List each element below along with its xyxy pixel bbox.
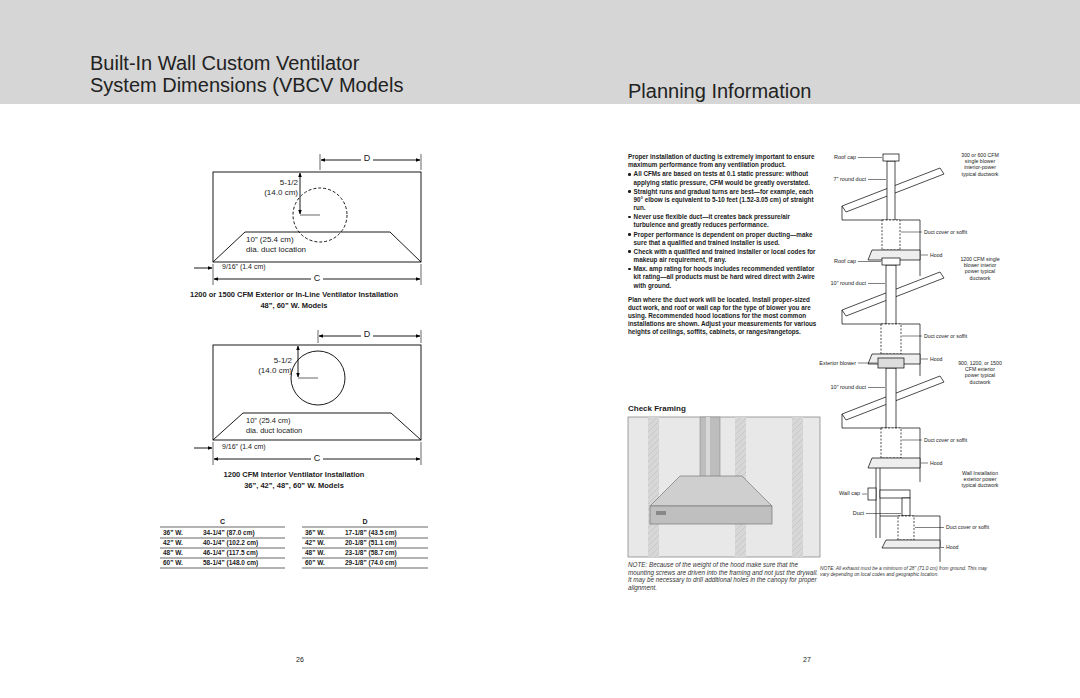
label-text: 26	[290, 656, 310, 664]
label-text: Wall cap	[822, 490, 860, 497]
label-text: Roof cap	[820, 258, 856, 265]
label-text: 10” (25.4 cm)	[246, 416, 291, 425]
label-text: 36”, 42”, 48”, 60” W. Models	[144, 481, 444, 490]
label-text: Exterior blower	[812, 360, 856, 367]
bullet-dot	[628, 216, 631, 219]
label-text: 10” round duct	[816, 280, 866, 287]
label-text: 60” W.	[305, 559, 325, 567]
label-text: 29-1/8” (74.0 cm)	[345, 559, 397, 567]
ductwork-diagram	[842, 358, 944, 482]
label-text: dia. duct location	[246, 245, 306, 255]
label-text: (14.0 cm)	[244, 366, 292, 376]
label-text: 1200 or 1500 CFM Exterior or In-Line Ven…	[144, 290, 444, 299]
text-row: Plan where the duct work will be located…	[628, 296, 821, 337]
label-text: 58-1/4” (148.0 cm)	[203, 559, 258, 567]
label-text: 17-1/8” (43.5 cm)	[345, 529, 397, 537]
body-text: Never use flexible duct—it creates back …	[634, 213, 821, 229]
text-row: Check with a qualified and trained insta…	[628, 248, 821, 264]
label-text: Check Framing	[628, 404, 686, 414]
label-text: Hood	[930, 252, 942, 258]
label-text: D	[361, 329, 373, 340]
header-band	[0, 0, 1080, 104]
label-text: Hood	[930, 460, 942, 466]
framing-illustration	[628, 417, 820, 557]
bullet-dot	[628, 268, 631, 271]
label-text: 900, 1200, or 1500 CFM exterior power ty…	[958, 360, 1002, 385]
text-row: Max. amp rating for hoods includes recom…	[628, 265, 821, 290]
label-text: Roof cap	[820, 154, 856, 161]
label-text: Wall Installation exterior power typical…	[958, 470, 1002, 489]
label-text: (14.0 cm)	[250, 188, 298, 198]
label-text: NOTE: All exhaust must be a minimum of 2…	[820, 566, 988, 578]
bullet-dot	[628, 250, 631, 253]
label-text: D	[361, 153, 373, 164]
label-text: 7” round duct	[816, 176, 866, 183]
bullet-dot	[628, 233, 631, 236]
label-text: 5-1/2	[252, 356, 292, 366]
label-text: Duct cover or soffit	[924, 437, 967, 443]
label-text: Duct	[826, 510, 864, 517]
label-text: C	[311, 453, 323, 464]
body-text: Check with a qualified and trained insta…	[634, 248, 821, 264]
text-row: Never use flexible duct—it creates back …	[628, 213, 821, 229]
label-text: 9/16” (1.4 cm)	[222, 263, 266, 271]
label-text: 1200 CFM single blower interior power ty…	[958, 256, 1002, 281]
label-text: C	[160, 518, 285, 526]
hood-front-view	[194, 330, 421, 465]
label-text: dia. duct location	[246, 426, 302, 435]
page-heading: Built-In Wall Custom Ventilator System D…	[90, 52, 420, 96]
label-text: 42” W.	[305, 539, 325, 547]
label-text: 48” W.	[305, 549, 325, 557]
label-text: 42” W.	[163, 539, 183, 547]
text-row: Straight runs and gradual turns are best…	[628, 188, 821, 213]
label-text: 5-1/2	[258, 178, 298, 188]
body-text: Straight runs and gradual turns are best…	[634, 188, 821, 213]
label-text: Hood	[946, 544, 958, 550]
bullet-dot	[628, 190, 631, 193]
label-text: NOTE: Because of the weight of the hood …	[628, 561, 820, 591]
label-text: Duct cover or soffit	[946, 524, 989, 530]
label-text: Duct cover or soffit	[924, 229, 967, 235]
label-text: 40-1/4” (102.2 cm)	[203, 539, 258, 547]
label-text: 10” round duct	[816, 384, 866, 391]
body-text: Max. amp rating for hoods includes recom…	[634, 265, 821, 290]
label-text: 9/16” (1.4 cm)	[222, 443, 266, 451]
text-row: Proper installation of ducting is extrem…	[628, 153, 821, 169]
dimension-table	[160, 527, 428, 568]
ductwork-diagram	[842, 258, 944, 376]
bullet-dot	[628, 173, 631, 176]
text-column: Proper installation of ducting is extrem…	[628, 152, 821, 337]
label-text: 300 or 600 CFM single blower interior-po…	[958, 152, 1002, 177]
label-text: 48” W.	[163, 549, 183, 557]
label-text: D	[302, 518, 428, 526]
label-text: 23-1/8” (58.7 cm)	[345, 549, 397, 557]
body-text: All CFMs are based on tests at 0.1 stati…	[634, 170, 821, 186]
label-text: 36” W.	[163, 529, 183, 537]
label-text: 34-1/4” (87.0 cm)	[203, 529, 255, 537]
label-text: 60” W.	[163, 559, 183, 567]
label-text: Duct cover or soffit	[924, 333, 967, 339]
hood-front-view	[194, 154, 421, 285]
label-text: 48”, 60” W. Models	[144, 301, 444, 310]
page-heading: Planning Information	[628, 80, 811, 102]
label-text: Hood	[930, 356, 942, 362]
body-text: Proper installation of ducting is extrem…	[628, 153, 821, 169]
label-text: 10” (25.4 cm)	[246, 235, 294, 245]
text-row: Proper performance is dependent on prope…	[628, 231, 821, 247]
text-row: All CFMs are based on tests at 0.1 stati…	[628, 170, 821, 186]
label-text: C	[311, 273, 323, 284]
label-text: 20-1/8” (51.1 cm)	[345, 539, 397, 547]
ductwork-diagram	[862, 468, 944, 562]
ductwork-diagram	[842, 154, 944, 276]
body-text: Proper performance is dependent on prope…	[634, 231, 821, 247]
label-text: 46-1/4” (117.5 cm)	[203, 549, 258, 557]
body-text: Plan where the duct work will be located…	[628, 296, 821, 337]
label-text: 36” W.	[305, 529, 325, 537]
label-text: 1200 CFM Interior Ventilator Installatio…	[144, 470, 444, 479]
label-text: 27	[797, 656, 817, 664]
